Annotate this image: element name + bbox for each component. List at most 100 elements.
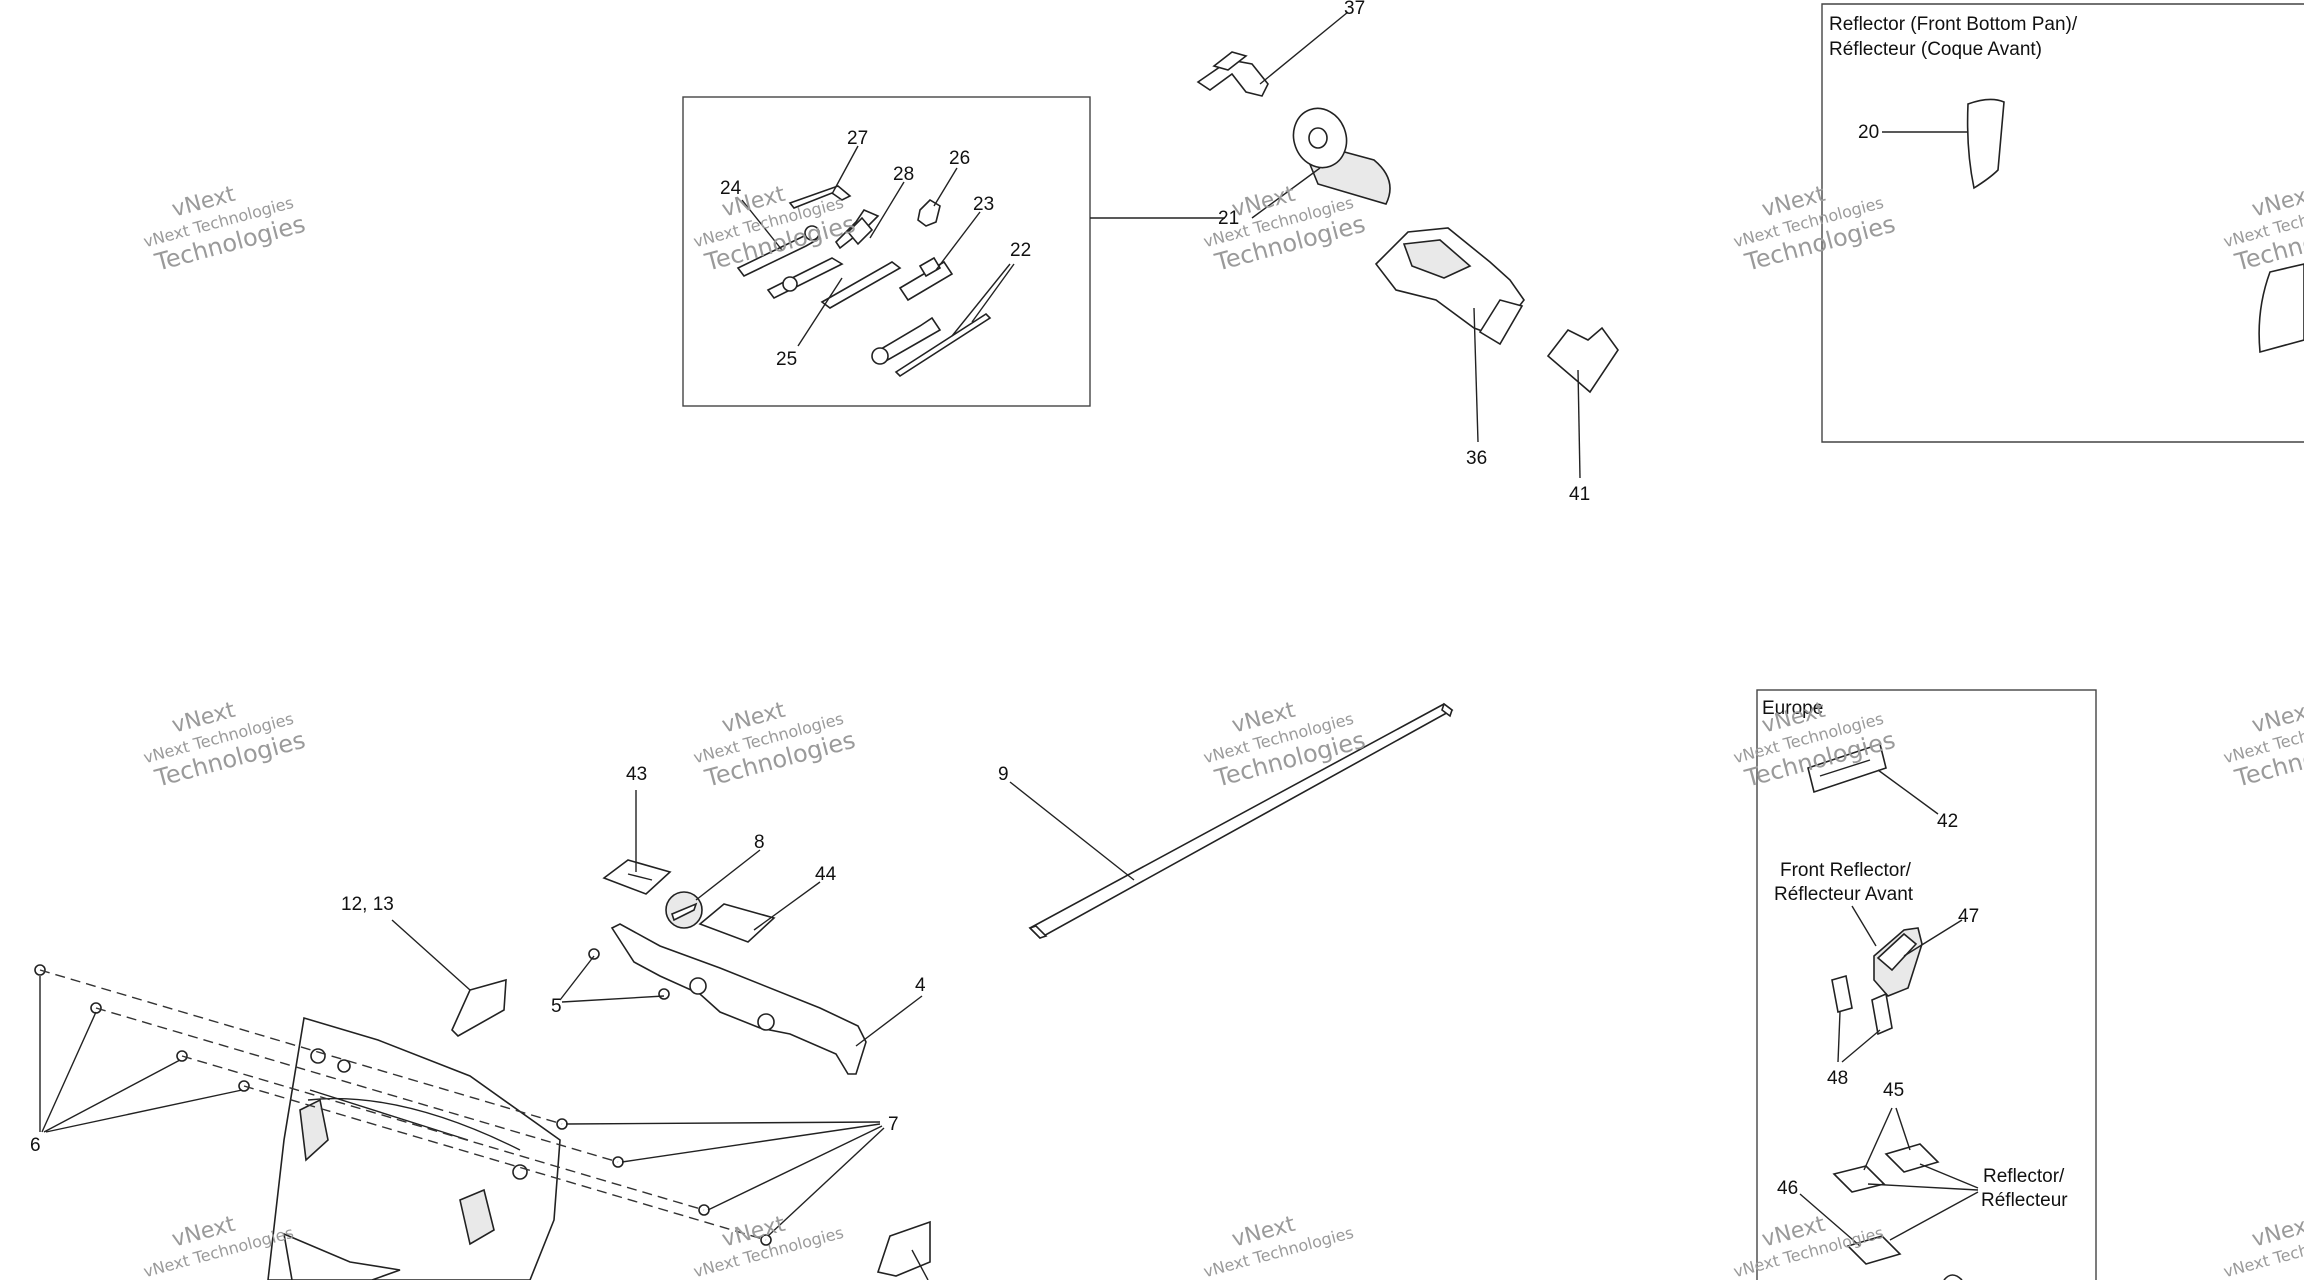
leader-27 [831, 145, 859, 195]
callout-27: 27 [847, 128, 868, 149]
leader-44 [753, 881, 821, 931]
part-9-trim-strip [1028, 702, 1454, 939]
leader-4 [855, 995, 923, 1047]
callout-42: 42 [1937, 811, 1958, 832]
callout-20: 20 [1858, 122, 1879, 143]
leader-7d [767, 1127, 885, 1237]
europe-box-title: Europe [1762, 698, 1823, 719]
callout-21: 21 [1218, 208, 1239, 229]
part-48-reflector-b [1871, 992, 1893, 1036]
part-47-reflector-housing [1873, 927, 1923, 997]
leader-21 [1251, 167, 1321, 219]
part-45-reflector-a [1832, 1165, 1886, 1193]
alignment-line-4 [243, 1085, 767, 1241]
callout-4: 4 [915, 975, 926, 996]
leader-45a [1863, 1107, 1893, 1171]
part-28-spanner [834, 209, 880, 250]
leader-41 [1577, 369, 1581, 479]
watermark-tile: vNext vNext Technologies Technologies [1201, 698, 1368, 793]
bottom-decal [876, 1220, 931, 1277]
callout-7: 7 [888, 1114, 899, 1135]
leader-36 [1473, 307, 1479, 443]
leader-25 [797, 277, 843, 347]
callout-41: 41 [1569, 484, 1590, 505]
leader-37 [1259, 11, 1349, 85]
part-26-clip [917, 198, 941, 227]
part-37-bracket [1196, 51, 1269, 97]
leader-48a [1837, 1011, 1841, 1063]
callout-8: 8 [754, 832, 765, 853]
part-42-label [1807, 742, 1887, 794]
watermark-tile: vNext vNext Technologies [1731, 1212, 1885, 1282]
part-27-hex-key [788, 185, 852, 209]
front-reflector-label-1: Front Reflector/ [1780, 860, 1912, 881]
leader-42 [1877, 769, 1939, 815]
part-5-bolts [588, 948, 670, 1000]
callout-45: 45 [1883, 1080, 1904, 1101]
leader-bottom-decal [911, 1249, 929, 1281]
leader-26 [933, 167, 958, 207]
front-bumper-panel [267, 1016, 561, 1281]
watermark-tile: vNext vNext Technologies [1201, 1212, 1355, 1282]
leader-45b [1895, 1107, 1911, 1151]
part-44-label [698, 903, 776, 943]
part-20-reflector [1966, 98, 2005, 190]
leader-6d [45, 1089, 243, 1133]
watermark-tile: vNext vNext Technologies Technologies [2221, 698, 2304, 793]
reflector-box [1821, 3, 2304, 443]
watermark-tile: vNext vNext Technologies Technologies [691, 698, 858, 793]
reflector-box-title-2: Réflecteur (Coque Avant) [1829, 39, 2042, 60]
leader-reflector-c [1889, 1191, 1979, 1241]
callout-37: 37 [1344, 0, 1365, 19]
callout-44: 44 [815, 864, 837, 885]
leader-reflector-a [1919, 1163, 1979, 1189]
part-6-fasteners [34, 964, 250, 1092]
callout-36: 36 [1466, 448, 1487, 469]
callout-6: 6 [30, 1135, 41, 1156]
leader-22b [971, 263, 1015, 323]
part-8-emblem [665, 891, 703, 929]
leader-6c [43, 1059, 181, 1133]
leader-7a [565, 1121, 881, 1125]
part-25-wrench [766, 257, 844, 300]
callout-9: 9 [998, 764, 1009, 785]
callout-47: 47 [1958, 906, 1979, 927]
leader-12-13 [391, 919, 471, 991]
part-4-support-bar [610, 923, 867, 1075]
leader-6b [41, 1011, 97, 1133]
alignment-line-2 [95, 1007, 619, 1163]
watermark-tile: vNext vNext Technologies Technologies [2221, 182, 2304, 277]
alignment-line-3 [181, 1055, 705, 1211]
leader-24 [741, 199, 783, 251]
part-46-reflector [1846, 1235, 1902, 1265]
europe-box [1756, 689, 2097, 1285]
leader-7c [707, 1125, 883, 1211]
callout-26: 26 [949, 148, 970, 169]
watermark-tile: vNext vNext Technologies Technologies [141, 182, 308, 277]
europe-partial-part [1943, 1274, 1963, 1281]
part-22-screwdriver-bit [894, 312, 992, 378]
leader-23 [935, 211, 981, 271]
leader-46 [1799, 1193, 1861, 1247]
part-22-screwdriver-handle [871, 316, 942, 365]
callout-23: 23 [973, 194, 994, 215]
leader-28 [869, 181, 905, 239]
leader-9 [1009, 781, 1135, 881]
callout-12-13: 12, 13 [341, 894, 394, 915]
callout-22: 22 [1010, 240, 1031, 261]
leader-22a [951, 263, 1011, 337]
watermark-tile: vNext vNext Technologies Technologies [141, 698, 308, 793]
front-reflector-label-2: Réflecteur Avant [1774, 884, 1914, 905]
part-25-bar [820, 261, 902, 309]
part-48-reflector-a [1831, 974, 1853, 1014]
leader-8 [695, 849, 761, 901]
watermark-tile: vNext vNext Technologies [2221, 1212, 2304, 1282]
callout-28: 28 [893, 164, 914, 185]
leader-front-reflector [1851, 905, 1877, 947]
reflector-box-title-1: Reflector (Front Bottom Pan)/ [1829, 14, 2078, 35]
reflector-label-2: Réflecteur [1981, 1190, 2068, 1211]
leader-47 [1903, 919, 1963, 957]
callout-46: 46 [1777, 1178, 1798, 1199]
